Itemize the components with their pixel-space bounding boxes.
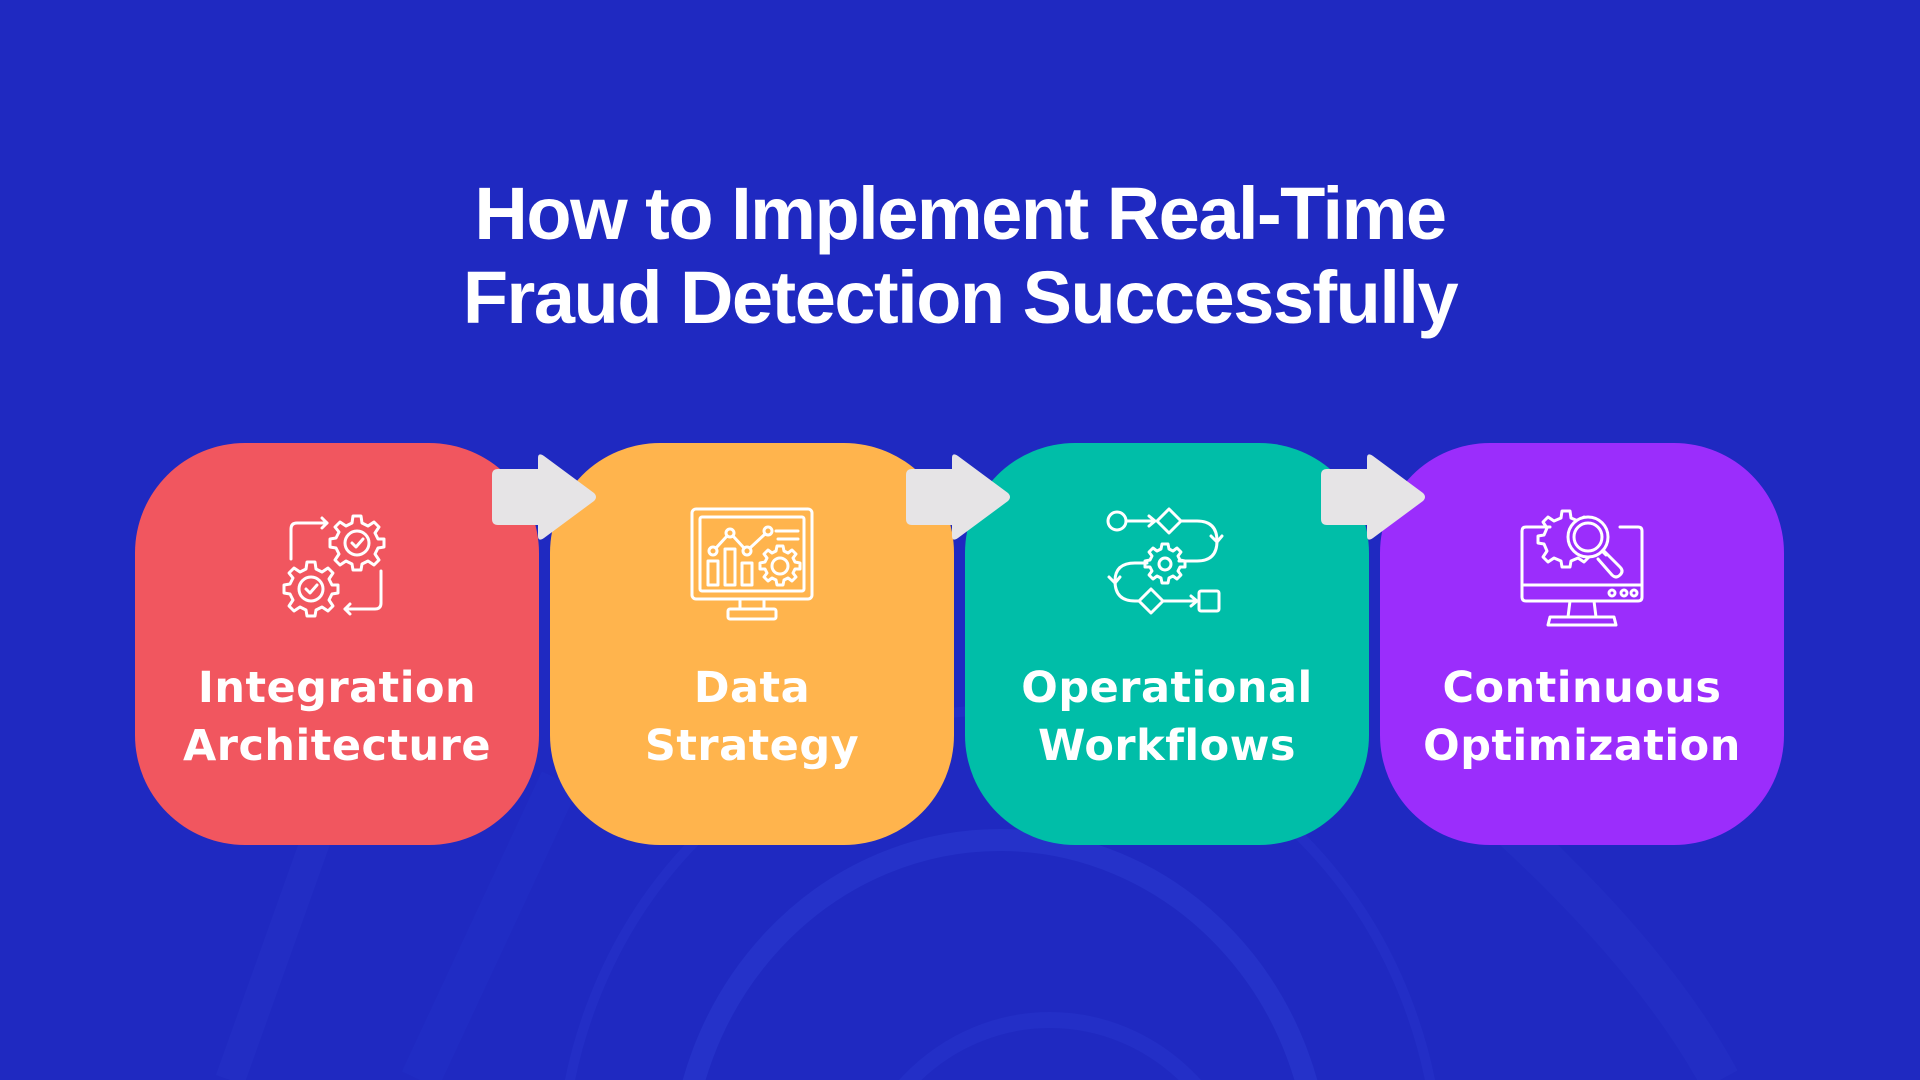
title-line-2: Fraud Detection Successfully [462, 256, 1459, 339]
step-card-data-strategy: Data Strategy [550, 443, 954, 845]
step-label-line-2: Strategy [644, 721, 860, 771]
step-label: Data Strategy [645, 659, 859, 775]
arrow-right-icon [492, 452, 600, 542]
workflow-process-icon [1105, 505, 1229, 629]
step-card-integration-architecture: Integration Architecture [135, 443, 539, 845]
step-card-operational-workflows: Operational Workflows [965, 443, 1369, 845]
step-label: Integration Architecture [183, 659, 491, 775]
title-line-1: How to Implement Real-Time [474, 172, 1447, 255]
arrow-right-icon [906, 452, 1014, 542]
step-label-line-1: Continuous [1442, 663, 1722, 713]
step-label-line-1: Operational [1021, 663, 1313, 713]
step-label-line-1: Integration [197, 663, 477, 713]
step-label-line-2: Workflows [1037, 721, 1297, 771]
step-label-line-2: Architecture [182, 721, 492, 771]
monitor-gear-search-icon [1520, 505, 1644, 629]
step-label: Continuous Optimization [1423, 659, 1741, 775]
page-title: How to Implement Real-Time Fraud Detecti… [0, 172, 1920, 340]
arrow-right-icon [1321, 452, 1429, 542]
gears-cycle-icon [275, 505, 399, 629]
step-label-line-1: Data [693, 663, 811, 713]
step-label: Operational Workflows [1021, 659, 1312, 775]
step-label-line-2: Optimization [1423, 721, 1741, 771]
step-card-continuous-optimization: Continuous Optimization [1380, 443, 1784, 845]
monitor-analytics-icon [690, 505, 814, 629]
